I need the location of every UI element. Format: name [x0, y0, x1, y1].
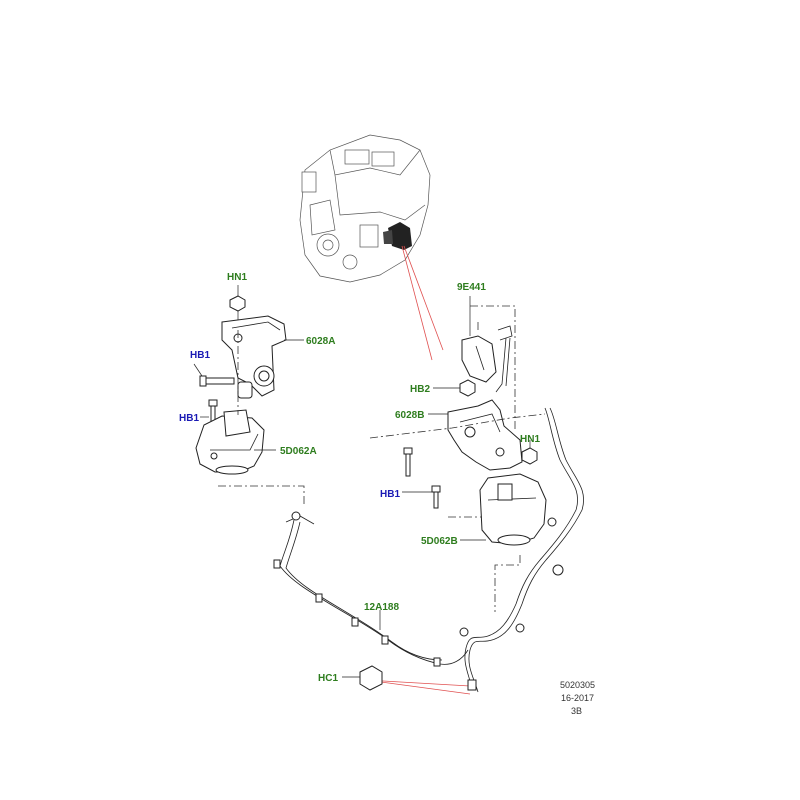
highlight-lines — [365, 245, 471, 695]
reference-code: 3B — [571, 706, 582, 716]
callout-labels: HN1 6028A HB1 HB1 5D062A 9E441 HB2 6028B… — [179, 272, 540, 684]
label-5d062a: 5D062A — [280, 446, 317, 457]
label-hn1-left: HN1 — [227, 272, 247, 283]
label-hb1-lower: HB1 — [179, 413, 199, 424]
pipe-assembly — [273, 407, 584, 693]
reference-number: 5020305 — [560, 680, 595, 690]
diagram-reference: 5020305 16-2017 3B — [560, 680, 595, 716]
label-hc1: HC1 — [318, 673, 338, 684]
label-6028b: 6028B — [395, 410, 424, 421]
label-hb1-right: HB1 — [380, 489, 400, 500]
right-mount-assembly — [369, 296, 547, 612]
label-12a188: 12A188 — [364, 602, 399, 613]
label-hn1-right: HN1 — [520, 434, 540, 445]
label-9e441: 9E441 — [457, 282, 486, 293]
left-mount-assembly — [193, 285, 305, 506]
reference-date: 16-2017 — [561, 693, 594, 703]
label-hb1-upper: HB1 — [190, 350, 210, 361]
label-5d062b: 5D062B — [421, 536, 458, 547]
engine-illustration — [299, 134, 431, 283]
label-6028a: 6028A — [306, 336, 335, 347]
label-hb2: HB2 — [410, 384, 430, 395]
